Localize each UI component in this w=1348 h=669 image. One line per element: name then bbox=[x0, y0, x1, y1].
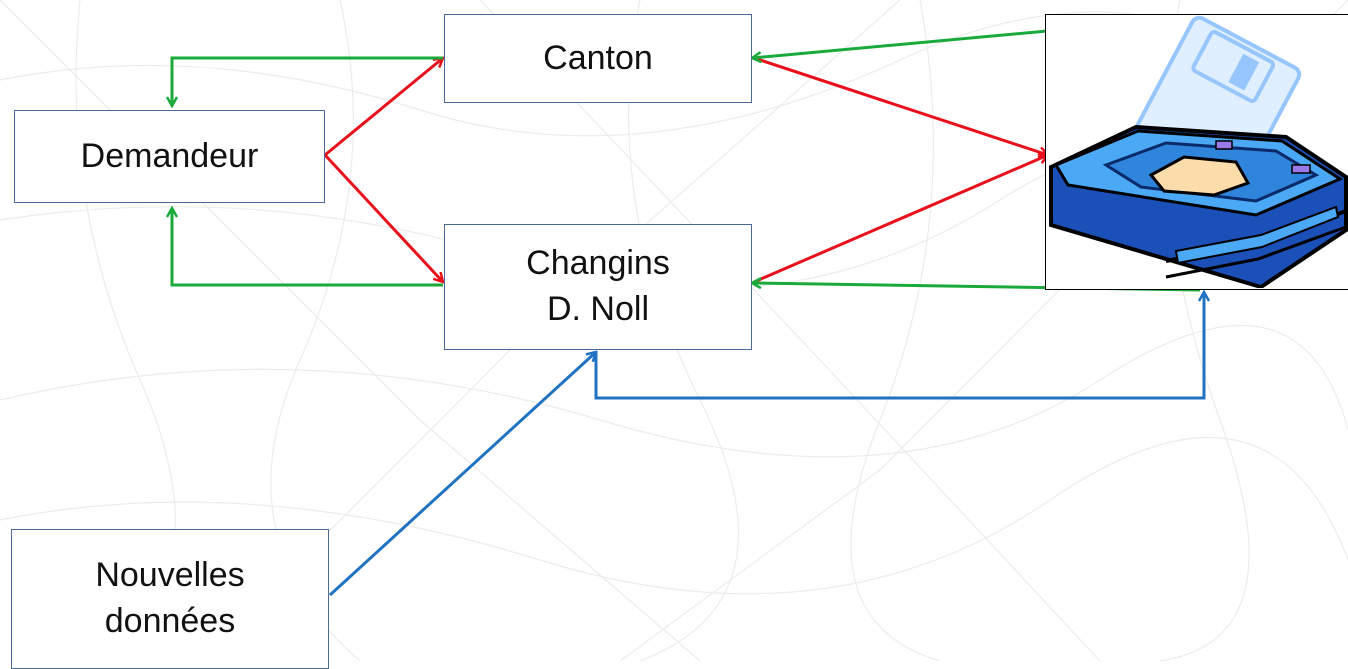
arrow-demandeur-to-changins bbox=[323, 153, 443, 282]
disk-drive-icon bbox=[1049, 15, 1348, 288]
node-canton: Canton bbox=[444, 14, 752, 103]
arrow-changins-to-demandeur bbox=[172, 208, 443, 287]
node-demandeur: Demandeur bbox=[14, 110, 325, 203]
node-nouvelles-donnees: Nouvelles données bbox=[11, 529, 329, 669]
node-changins: Changins D. Noll bbox=[444, 224, 752, 350]
arrow-canton-to-database bbox=[753, 56, 1048, 155]
node-changins-label-line2: D. Noll bbox=[546, 290, 650, 328]
node-nouvelles-label-line1: Nouvelles bbox=[95, 556, 245, 595]
arrow-demandeur-to-canton bbox=[324, 58, 443, 157]
node-demandeur-label: Demandeur bbox=[80, 136, 259, 175]
arrow-changins-to-database-blue bbox=[594, 292, 1204, 400]
node-nouvelles-label-line2: données bbox=[104, 602, 236, 640]
arrow-changins-to-database bbox=[753, 155, 1048, 284]
node-canton-label: Canton bbox=[543, 38, 653, 77]
arrow-nouvelles-to-changins bbox=[328, 352, 596, 597]
arrow-canton-to-demandeur bbox=[172, 56, 443, 106]
database-node bbox=[1045, 14, 1348, 290]
node-changins-label-line1: Changins bbox=[526, 244, 670, 283]
